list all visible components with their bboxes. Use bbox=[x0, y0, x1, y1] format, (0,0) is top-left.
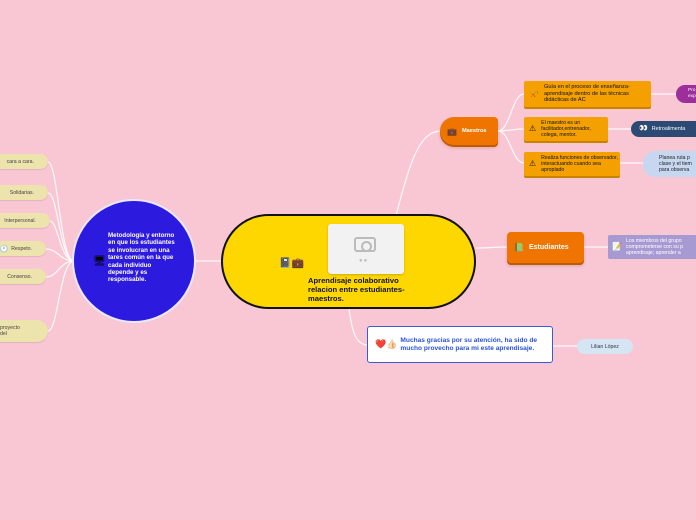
left-item-label: Solidarias. bbox=[9, 189, 34, 196]
warning-icon: ⚠ bbox=[529, 123, 537, 133]
left-item-label: Respeto. bbox=[11, 245, 32, 252]
left-item-cara[interactable]: cara a cara. bbox=[0, 154, 48, 169]
maestros-child-text: Realiza funciones de observador, interac… bbox=[541, 154, 618, 174]
left-item-label: proyecto del bbox=[0, 325, 20, 337]
author-name: Lilian López bbox=[591, 343, 619, 350]
leaf-miembros-grupo[interactable]: 📝 Los miembros del grupo comprometerse c… bbox=[608, 235, 696, 259]
leaf-text: Pro expe bbox=[688, 88, 696, 99]
maestros-node[interactable]: 💼 Maestros bbox=[440, 117, 498, 145]
left-item-label: Interpersonal. bbox=[4, 217, 36, 224]
left-item-interpersonal[interactable]: Interpersonal. bbox=[0, 213, 50, 228]
estudiantes-label: Estudiantes bbox=[528, 244, 569, 251]
computer-icon: 🖥 bbox=[93, 256, 106, 267]
clock-icon: 🕐 bbox=[0, 245, 9, 253]
horn-icon: 📯 bbox=[529, 88, 539, 98]
left-item-consenso[interactable]: Consenso. bbox=[0, 269, 46, 284]
notebook-briefcase-icon: 📓💼 bbox=[279, 258, 304, 269]
left-item-respeto[interactable]: 🕐 Respeto. bbox=[0, 241, 46, 256]
green-book-icon: 📗 bbox=[514, 243, 524, 252]
maestros-child-facilitador[interactable]: ⚠ El maestro es un facilitador,entrenado… bbox=[524, 117, 608, 141]
image-dots: ●● bbox=[359, 258, 369, 264]
maestros-child-guia[interactable]: 📯 Guía en el proceso de enseñanza-aprend… bbox=[524, 81, 651, 107]
leaf-text: Planea ruta p clase y el tiem para obser… bbox=[659, 154, 692, 174]
leaf-pro-expe[interactable]: Pro expe bbox=[676, 85, 696, 103]
author-node[interactable]: Lilian López bbox=[577, 339, 633, 354]
central-title: Aprendisaje colaborativo relacion entre … bbox=[308, 276, 405, 303]
camera-icon bbox=[354, 237, 376, 252]
leaf-retroalimenta[interactable]: 👀 Retroalimenta bbox=[631, 121, 696, 137]
briefcase-icon: 💼 bbox=[447, 126, 457, 136]
left-item-label: Consenso. bbox=[7, 273, 32, 280]
warning-icon: ⚠ bbox=[529, 158, 537, 168]
image-placeholder: ●● bbox=[328, 224, 404, 274]
leaf-text: Retroalimenta bbox=[651, 125, 686, 132]
thanks-text: Muchas gracias por su atención, ha sido … bbox=[400, 336, 538, 352]
leaf-text: Los miembros del grupo comprometerse con… bbox=[625, 237, 684, 257]
thanks-node[interactable]: ❤️👍🏻 Muchas gracias por su atención, ha … bbox=[367, 326, 553, 363]
left-item-proyecto[interactable]: proyecto del bbox=[0, 320, 48, 342]
left-item-label: cara a cara. bbox=[6, 158, 34, 165]
maestros-child-observador[interactable]: ⚠ Realiza funciones de observador, inter… bbox=[524, 152, 620, 176]
left-main-topic[interactable]: 🖥 Metodología y entorno en que los estud… bbox=[72, 199, 196, 323]
maestros-label: Maestros bbox=[461, 127, 487, 134]
estudiantes-node[interactable]: 📗 Estudiantes bbox=[507, 232, 584, 263]
leaf-planea-ruta[interactable]: Planea ruta p clase y el tiem para obser… bbox=[643, 151, 696, 177]
left-main-text: Metodología y entorno en que los estudia… bbox=[108, 232, 175, 284]
memo-icon: 📝 bbox=[612, 241, 622, 251]
central-topic[interactable]: ●● 📓💼 Aprendisaje colaborativo relacion … bbox=[221, 214, 476, 309]
maestros-child-text: Guía en el proceso de enseñanza-aprendis… bbox=[543, 83, 630, 104]
eyes-icon: 👀 bbox=[639, 124, 648, 132]
heart-thumbs-icon: ❤️👍🏻 bbox=[375, 339, 398, 349]
maestros-child-text: El maestro es un facilitador,entrenador,… bbox=[541, 119, 591, 139]
left-item-solidarias[interactable]: Solidarias. bbox=[0, 185, 48, 200]
